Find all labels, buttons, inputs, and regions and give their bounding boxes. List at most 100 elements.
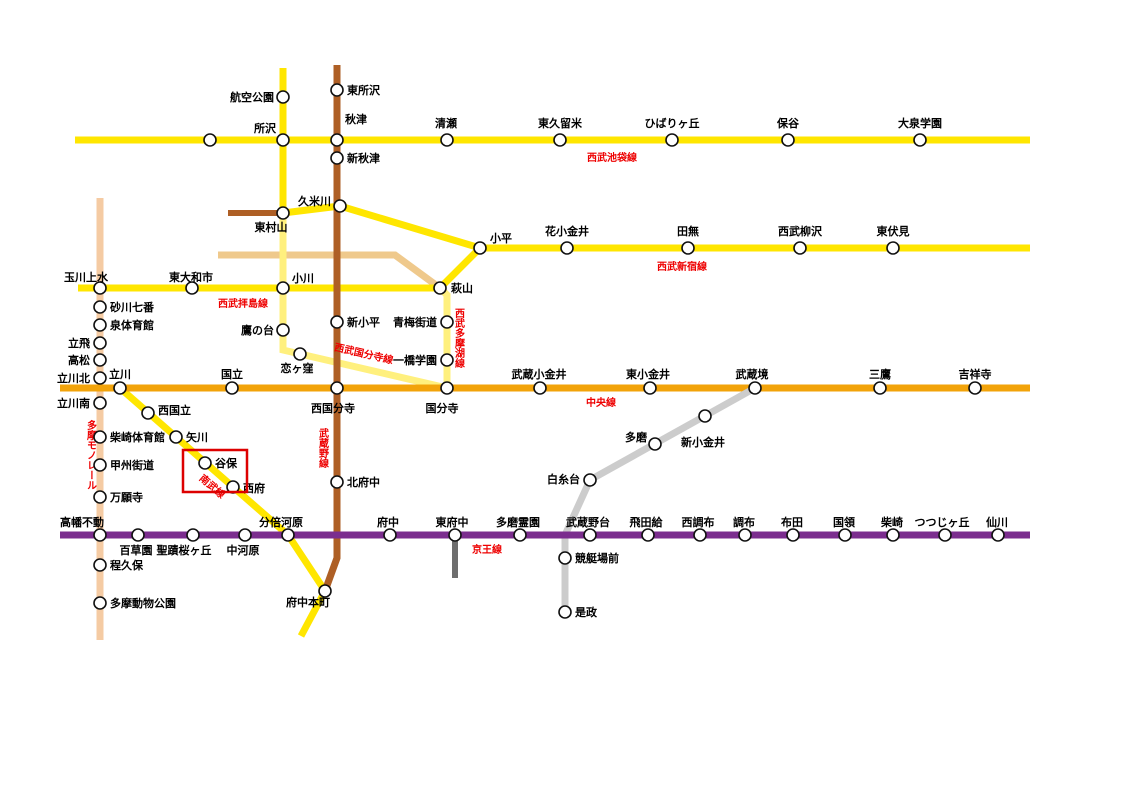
station-marker (938, 528, 952, 542)
station-marker (448, 528, 462, 542)
station-marker (681, 241, 695, 255)
station-marker (665, 133, 679, 147)
station-marker (583, 528, 597, 542)
station-label: 新秋津 (347, 151, 380, 165)
station-label: 青梅街道 (393, 315, 437, 329)
station-marker (793, 241, 807, 255)
station-label: 西武柳沢 (778, 224, 823, 238)
line-seibu-tamagawa (561, 384, 757, 615)
station-label: 百草園 (120, 543, 153, 557)
line-seibu-kokubunji (279, 213, 448, 392)
station-label: 所沢 (254, 121, 277, 135)
station-marker (276, 206, 290, 220)
station-label: 東大和市 (169, 270, 213, 284)
station-marker (433, 281, 447, 295)
station-marker (281, 528, 295, 542)
station-label: 小川 (291, 271, 314, 285)
station-marker (643, 381, 657, 395)
station-marker (169, 430, 183, 444)
station-label: 北府中 (347, 475, 380, 489)
station-marker (93, 430, 107, 444)
station-label: 立川北 (57, 371, 90, 385)
station-marker (93, 371, 107, 385)
station-marker (738, 528, 752, 542)
station-marker (141, 406, 155, 420)
station-marker (93, 353, 107, 367)
station-marker (873, 381, 887, 395)
station-label: 国領 (833, 515, 856, 529)
station-label: 府中 (377, 515, 399, 529)
station-label: 三鷹 (869, 367, 891, 381)
line-seibu-tamako-west (218, 251, 443, 291)
station-label: 武蔵境 (736, 367, 769, 381)
station-label: 西府 (243, 481, 265, 495)
station-label: 多磨 (625, 430, 648, 444)
station-marker (533, 381, 547, 395)
station-marker (113, 381, 127, 395)
station-label: 調布 (733, 515, 755, 529)
station-marker (440, 133, 454, 147)
station-label: 聖蹟桜ヶ丘 (157, 543, 212, 557)
station-marker (276, 323, 290, 337)
haijima-line-label: 西武拝島線 (218, 297, 268, 310)
station-label: 小平 (489, 231, 512, 245)
station-marker (781, 133, 795, 147)
station-marker (886, 241, 900, 255)
station-label: 航空公園 (230, 90, 274, 104)
station-marker (276, 90, 290, 104)
station-marker (225, 381, 239, 395)
station-marker (238, 528, 252, 542)
station-label: 泉体育館 (109, 318, 154, 332)
station-label: ひばりヶ丘 (645, 116, 700, 130)
station-marker (913, 133, 927, 147)
station-marker (698, 409, 712, 423)
station-label: 東久留米 (538, 116, 583, 130)
station-label: 西調布 (682, 515, 715, 529)
station-marker (276, 133, 290, 147)
station-marker (693, 528, 707, 542)
station-label: 武蔵野台 (566, 515, 610, 529)
station-label: 東府中 (436, 515, 469, 529)
station-marker (131, 528, 145, 542)
station-label: 是政 (574, 605, 598, 619)
station-marker (330, 151, 344, 165)
station-label: 仙川 (986, 515, 1008, 529)
station-label: 大泉学園 (898, 116, 942, 130)
station-marker (93, 300, 107, 314)
station-marker (838, 528, 852, 542)
station-label: 矢川 (186, 430, 208, 444)
station-marker (648, 437, 662, 451)
station-marker (748, 381, 762, 395)
station-label: 谷保 (215, 456, 238, 470)
station-label: 東所沢 (347, 83, 381, 97)
station-marker (93, 318, 107, 332)
station-label: 万願寺 (109, 490, 143, 504)
station-label: 立飛 (68, 336, 90, 350)
station-label: 秋津 (345, 112, 367, 126)
station-marker (968, 381, 982, 395)
station-marker (333, 199, 347, 213)
station-marker (93, 528, 107, 542)
station-label: 府中本町 (286, 595, 330, 609)
station-label: 白糸台 (547, 472, 580, 486)
station-marker (440, 315, 454, 329)
station-label: 清瀬 (435, 116, 457, 130)
station-marker (886, 528, 900, 542)
station-marker (991, 528, 1005, 542)
station-label: 玉川上水 (64, 270, 109, 284)
station-label: 分倍河原 (259, 515, 303, 529)
station-marker (473, 241, 487, 255)
station-label: 程久保 (110, 558, 144, 572)
station-marker (641, 528, 655, 542)
station-label: 新小金井 (681, 435, 725, 449)
station-label: 甲州街道 (110, 458, 154, 472)
station-label: 飛田給 (629, 515, 664, 529)
station-label: 花小金井 (545, 224, 589, 238)
musashino-line-label: 武蔵野線 (317, 427, 329, 469)
chuo-line-label: 中央線 (586, 396, 616, 409)
station-label: 保谷 (776, 116, 800, 130)
station-label: 多摩動物公園 (110, 596, 176, 610)
station-marker (276, 281, 290, 295)
